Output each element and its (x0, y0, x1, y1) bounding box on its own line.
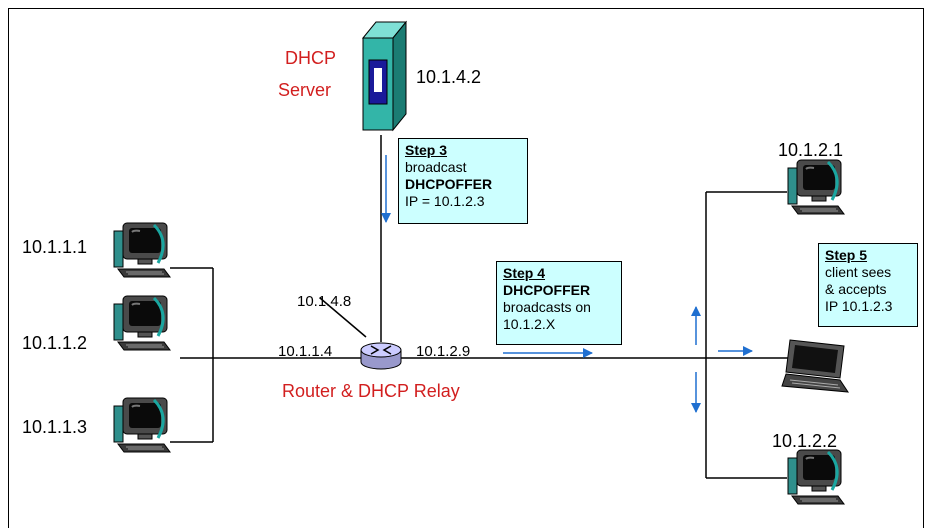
client-pc-10-1-2-2-icon (786, 448, 846, 506)
client-pc-10-1-1-3-icon (112, 396, 172, 454)
step5-line3: IP 10.1.2.3 (825, 298, 893, 314)
step3-line2: DHCPOFFER (405, 176, 493, 192)
step3-note: Step 3 broadcast DHCPOFFER IP = 10.1.2.3 (398, 138, 528, 224)
step4-title: Step 4 (503, 265, 546, 281)
client-pc-10-1-2-1-icon (786, 158, 846, 216)
step4-line2: broadcasts on (503, 299, 591, 315)
step3-line1: broadcast (405, 159, 467, 175)
step4-line1: DHCPOFFER (503, 282, 591, 298)
router-ip-right-label: 10.1.2.9 (416, 343, 471, 360)
step5-note: Step 5 client sees & accepts IP 10.1.2.3 (818, 243, 918, 327)
client-laptop-icon (781, 339, 849, 393)
right-client-ip-top: 10.1.2.1 (778, 140, 844, 160)
step3-title: Step 3 (405, 142, 448, 158)
left-client-ip-2: 10.1.1.2 (22, 333, 88, 353)
flow-arrows (381, 155, 753, 413)
router-ip-top-label: 10.1.4.8 (297, 293, 352, 310)
client-pc-10-1-1-1-icon (112, 221, 172, 279)
step5-line1: client sees (825, 264, 892, 280)
server-title-line2: Server (278, 80, 332, 100)
router-ip-left-label: 10.1.1.4 (278, 343, 333, 360)
server-title-line1: DHCP (285, 48, 337, 68)
left-client-ip-1: 10.1.1.1 (22, 237, 88, 257)
dhcp-server-icon (361, 20, 408, 132)
step4-note: Step 4 DHCPOFFER broadcasts on 10.1.2.X (496, 261, 622, 345)
diagram-frame (8, 8, 924, 528)
left-client-ip-3: 10.1.1.3 (22, 417, 88, 437)
network-links (170, 135, 791, 479)
router-label: Router & DHCP Relay (282, 381, 460, 401)
step5-title: Step 5 (825, 247, 868, 263)
step5-line2: & accepts (825, 281, 887, 297)
router-icon (360, 342, 402, 370)
step4-line3: 10.1.2.X (503, 316, 556, 332)
step3-line3: IP = 10.1.2.3 (405, 193, 485, 209)
server-ip-label: 10.1.4.2 (416, 67, 482, 87)
client-pc-10-1-1-2-icon (112, 294, 172, 352)
right-client-ip-bottom: 10.1.2.2 (772, 431, 838, 451)
